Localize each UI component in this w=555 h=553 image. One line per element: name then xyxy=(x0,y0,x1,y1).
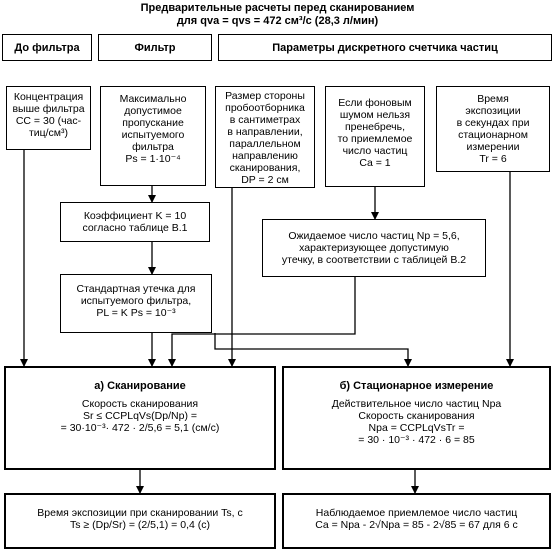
arrow-expected-to-scanning xyxy=(168,277,356,367)
box-scan-exposure: Время экспозиции при сканировании Ts, с … xyxy=(4,493,276,549)
arrow-leak-to-stationary xyxy=(214,333,412,367)
header-before-filter: До фильтра xyxy=(2,34,92,61)
box-standard-leak: Стандартная утечка для испытуемого фильт… xyxy=(60,274,212,333)
background-noise-text: Если фоновым шумом нельзя пренебречь, то… xyxy=(337,97,413,169)
box-scanning: а) Сканирование Скорость сканирования Sr… xyxy=(4,366,276,470)
box-stationary: б) Стационарное измерение Действительное… xyxy=(282,366,551,470)
exposure-time-text: Время экспозиции в секундах при стациона… xyxy=(456,93,530,165)
box-exposure-time: Время экспозиции в секундах при стациона… xyxy=(436,86,550,172)
scan-exposure-text: Время экспозиции при сканировании Ts, с … xyxy=(37,507,243,531)
box-max-penetration: Максимально допустимое пропускание испыт… xyxy=(100,86,206,186)
box-background-noise: Если фоновым шумом нельзя пренебречь, то… xyxy=(325,86,425,187)
max-penetration-text: Максимально допустимое пропускание испыт… xyxy=(119,93,187,165)
coefficient-k-text: Коэффициент K = 10 согласно таблице В.1 xyxy=(82,210,188,234)
diagram-title: Предварительные расчеты перед сканирован… xyxy=(0,2,555,28)
expected-count-text: Ожидаемое число частиц Np = 5,6, характе… xyxy=(281,230,467,266)
probe-size-text: Размер стороны пробоотборника в сантимет… xyxy=(225,90,305,186)
box-probe-size: Размер стороны пробоотборника в сантимет… xyxy=(215,86,315,188)
header-counter-params: Параметры дискретного счетчика частиц xyxy=(218,34,552,61)
scanning-body: Скорость сканирования Sr ≤ CCPLqVs(Dp/Np… xyxy=(60,398,220,434)
stationary-body: Действительное число частиц Npa Скорость… xyxy=(331,398,502,446)
scanning-title: а) Сканирование xyxy=(94,380,186,392)
stationary-title: б) Стационарное измерение xyxy=(339,380,494,392)
box-expected-count: Ожидаемое число частиц Np = 5,6, характе… xyxy=(262,219,486,277)
box-observed-count: Наблюдаемое приемлемое число частиц Ca =… xyxy=(282,493,551,549)
standard-leak-text: Стандартная утечка для испытуемого фильт… xyxy=(76,283,196,319)
observed-count-text: Наблюдаемое приемлемое число частиц Ca =… xyxy=(315,507,518,531)
title-line-1: Предварительные расчеты перед сканирован… xyxy=(140,2,415,14)
box-coefficient-k: Коэффициент K = 10 согласно таблице В.1 xyxy=(60,202,210,242)
box-upstream-concentration: Концентрация выше фильтра CC = 30 (час- … xyxy=(6,86,91,150)
title-line-2: для qva = qvs = 472 см³/с (28,3 л/мин) xyxy=(176,15,379,27)
header-filter: Фильтр xyxy=(98,34,212,61)
upstream-concentration-text: Концентрация выше фильтра CC = 30 (час- … xyxy=(12,91,85,139)
